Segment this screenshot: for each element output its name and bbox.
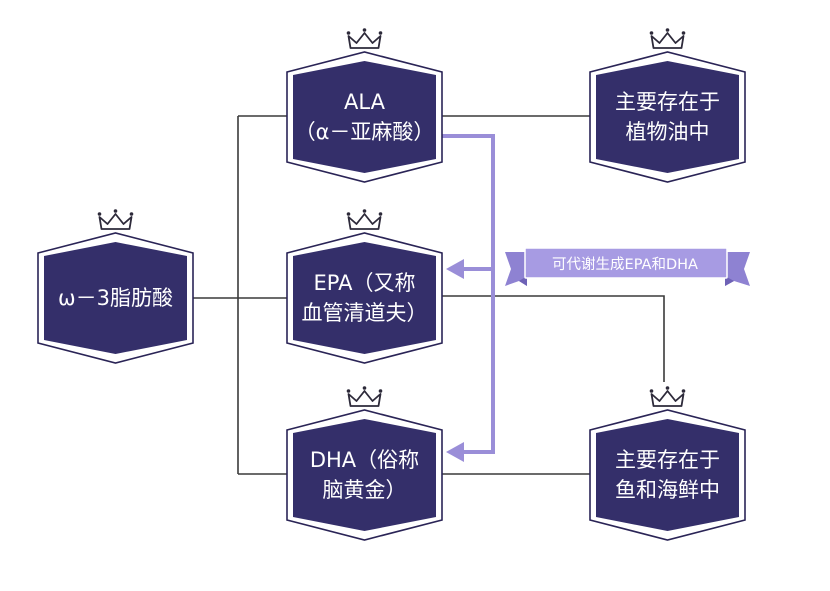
crown-jewel-icon <box>362 209 367 213</box>
crown-jewel-icon <box>378 212 383 216</box>
node-omega-box <box>44 242 187 354</box>
crown-jewel-icon <box>649 31 654 35</box>
crown-jewel-icon <box>378 31 383 35</box>
crown-jewel-icon <box>681 389 686 393</box>
crown-icon <box>98 213 133 230</box>
crown-jewel-icon <box>362 28 367 32</box>
arrowhead-dha <box>446 442 464 462</box>
ribbon-left-tail <box>505 252 527 286</box>
crown-icon <box>347 32 382 49</box>
node-plant-box <box>596 61 739 173</box>
crown-jewel-icon <box>665 386 670 390</box>
ribbon-banner-text: 可代谢生成EPA和DHA <box>552 256 698 273</box>
node-fish-box <box>596 419 739 531</box>
crown-jewel-icon <box>97 212 102 216</box>
crown-jewel-icon <box>113 209 118 213</box>
crown-jewel-icon <box>346 389 351 393</box>
node-epa-box <box>293 242 436 354</box>
crown-jewel-icon <box>346 212 351 216</box>
crown-jewel-icon <box>665 28 670 32</box>
crown-icon <box>650 390 685 407</box>
node-ala-box <box>293 61 436 173</box>
crown-jewel-icon <box>346 31 351 35</box>
metabolism-arrow-path <box>440 134 495 454</box>
ribbon-body <box>524 247 728 279</box>
crown-jewel-icon <box>129 212 134 216</box>
arrowhead-epa <box>446 259 464 279</box>
ribbon-banner <box>505 247 750 286</box>
crown-icon <box>650 32 685 49</box>
crown-icon <box>347 213 382 230</box>
connector-epa-fish <box>440 295 665 382</box>
crown-jewel-icon <box>362 386 367 390</box>
ribbon-right-tail <box>725 252 750 286</box>
crown-jewel-icon <box>649 389 654 393</box>
crown-icon <box>347 390 382 407</box>
crown-jewel-icon <box>378 389 383 393</box>
node-dha-box <box>293 419 436 531</box>
ribbon-right-fold <box>725 276 734 286</box>
crown-jewel-icon <box>681 31 686 35</box>
